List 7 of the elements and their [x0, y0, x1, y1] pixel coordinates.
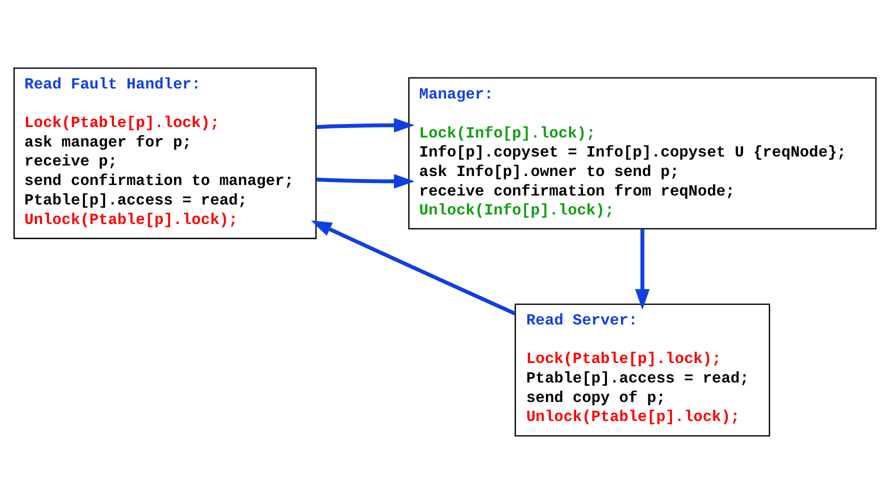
arrow — [310, 220, 516, 316]
node-box: Manager: Lock(Info[p].lock); Info[p].copyset = Info[p].copyset U {reqNode}; ask Info[p].owner to send p; receive confirmation from reqNode; Unlock(Info[p].lock); — [408, 77, 877, 230]
arrow — [316, 174, 415, 189]
arrow — [316, 118, 415, 132]
arrow — [635, 229, 650, 310]
node-box: Read Fault Handler: Lock(Ptable[p].lock); ask manager for p; receive p; send confirmation to manager; Ptable[p].access = read; Unlock(Ptable[p].lock); — [13, 68, 317, 240]
node-box: Read Server: Lock(Ptable[p].lock); Ptable[p].access = read; send copy of p; Unlock(Ptable[p].lock); — [514, 304, 770, 436]
